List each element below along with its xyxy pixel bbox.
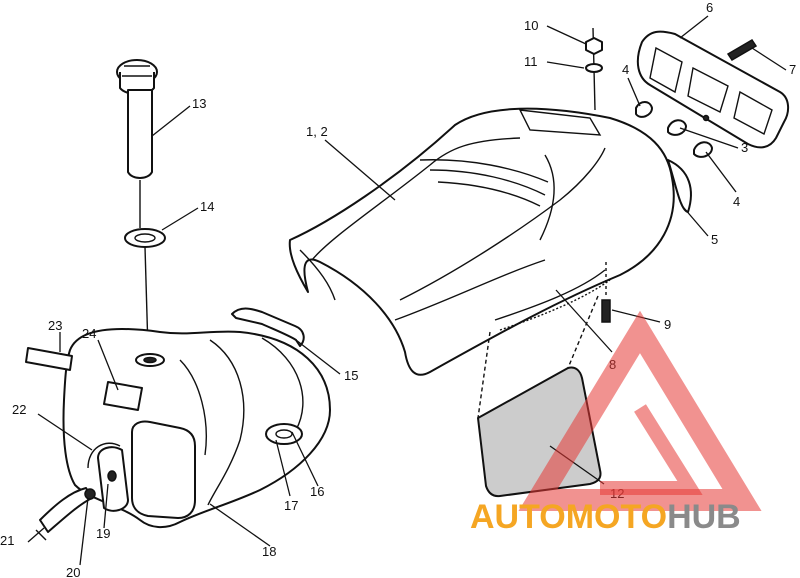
callout-1-2: 1, 2 bbox=[306, 124, 328, 139]
clamp-20 bbox=[84, 488, 96, 500]
callout-5: 5 bbox=[711, 232, 718, 247]
svg-text:AUTOMOTOHUB: AUTOMOTOHUB bbox=[470, 498, 741, 536]
tube-23 bbox=[25, 347, 73, 371]
fuel-tank bbox=[62, 328, 331, 528]
callout-4-bottom: 4 bbox=[733, 194, 740, 209]
callout-6: 6 bbox=[706, 0, 713, 15]
callout-7: 7 bbox=[789, 62, 796, 77]
callout-23: 23 bbox=[48, 318, 62, 333]
callout-22: 22 bbox=[12, 402, 26, 417]
washer-11 bbox=[585, 63, 603, 73]
watermark-inner-triangle-icon bbox=[600, 404, 703, 495]
screw-7 bbox=[726, 38, 758, 62]
callout-11: 11 bbox=[524, 54, 538, 69]
callout-18: 18 bbox=[262, 544, 276, 559]
callout-20: 20 bbox=[66, 565, 80, 578]
callout-21: 21 bbox=[0, 533, 14, 548]
callout-13: 13 bbox=[192, 96, 206, 111]
watermark-triangle-icon bbox=[518, 310, 762, 511]
bolt-9 bbox=[601, 262, 611, 323]
callout-4-top: 4 bbox=[622, 62, 629, 77]
callout-3: 3 bbox=[741, 140, 748, 155]
callout-10: 10 bbox=[524, 18, 538, 33]
taillight-lens-frame bbox=[636, 30, 790, 149]
fuel-filler-neck bbox=[116, 59, 158, 228]
watermark-text-hub: HUB bbox=[667, 498, 741, 536]
callout-24: 24 bbox=[82, 326, 96, 341]
watermark-text-automoto: AUTOMOTO bbox=[470, 498, 667, 536]
callout-17: 17 bbox=[284, 498, 298, 513]
leader-lines bbox=[27, 15, 787, 566]
callout-19: 19 bbox=[96, 526, 110, 541]
callout-15: 15 bbox=[344, 368, 358, 383]
callout-14: 14 bbox=[200, 199, 214, 214]
callout-16: 16 bbox=[310, 484, 324, 499]
gasket-14 bbox=[124, 228, 166, 351]
strap-15 bbox=[231, 307, 305, 347]
callout-9: 9 bbox=[664, 317, 671, 332]
watermark-logo: AUTOMOTOHUB bbox=[470, 310, 762, 536]
